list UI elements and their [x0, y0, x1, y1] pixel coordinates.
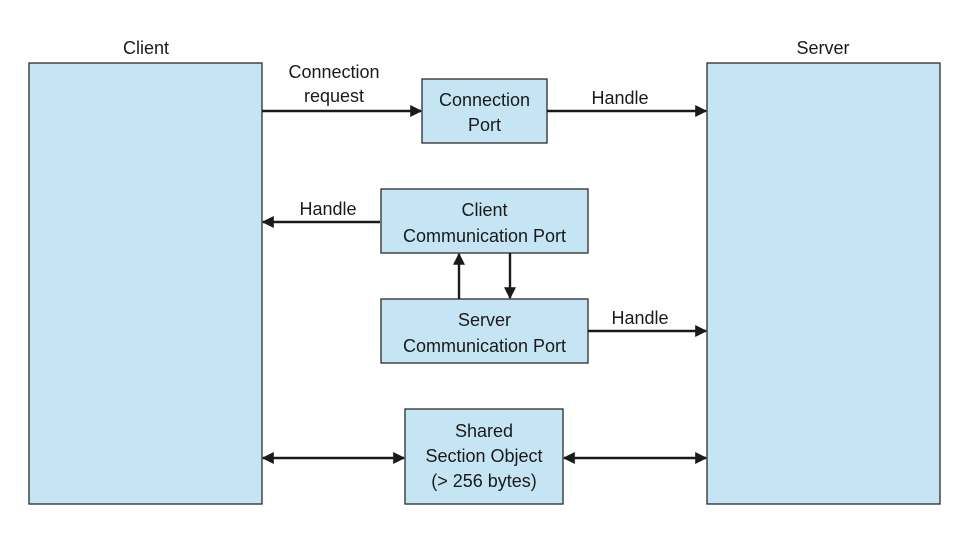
- server-title: Server: [796, 38, 849, 58]
- client-communication-port-box: Client Communication Port: [380, 188, 589, 254]
- client-title: Client: [123, 38, 169, 58]
- server-communication-port-box: Server Communication Port: [380, 298, 589, 364]
- server-comm-port-label-line1: Server: [458, 310, 511, 330]
- client-comm-port-label-line1: Client: [461, 200, 507, 220]
- connection-request-label-line1: Connection: [288, 62, 379, 82]
- shared-section-label-line1: Shared: [455, 421, 513, 441]
- connection-port-box: Connection Port: [421, 78, 548, 144]
- connection-port-label-line1: Connection: [439, 90, 530, 110]
- connection-request-label-line2: request: [304, 86, 364, 106]
- server-comm-port-label-line2: Communication Port: [403, 336, 566, 356]
- client-block: Client: [28, 38, 263, 505]
- connection-port-label-line2: Port: [468, 115, 501, 135]
- handle-label-middle: Handle: [611, 308, 668, 328]
- shared-section-label-line3: (> 256 bytes): [431, 471, 537, 491]
- handle-label-top: Handle: [591, 88, 648, 108]
- handle-label-client: Handle: [299, 199, 356, 219]
- server-block: Server: [706, 38, 941, 505]
- shared-section-object-box: Shared Section Object (> 256 bytes): [404, 408, 564, 505]
- shared-section-label-line2: Section Object: [425, 446, 542, 466]
- client-comm-port-label-line2: Communication Port: [403, 226, 566, 246]
